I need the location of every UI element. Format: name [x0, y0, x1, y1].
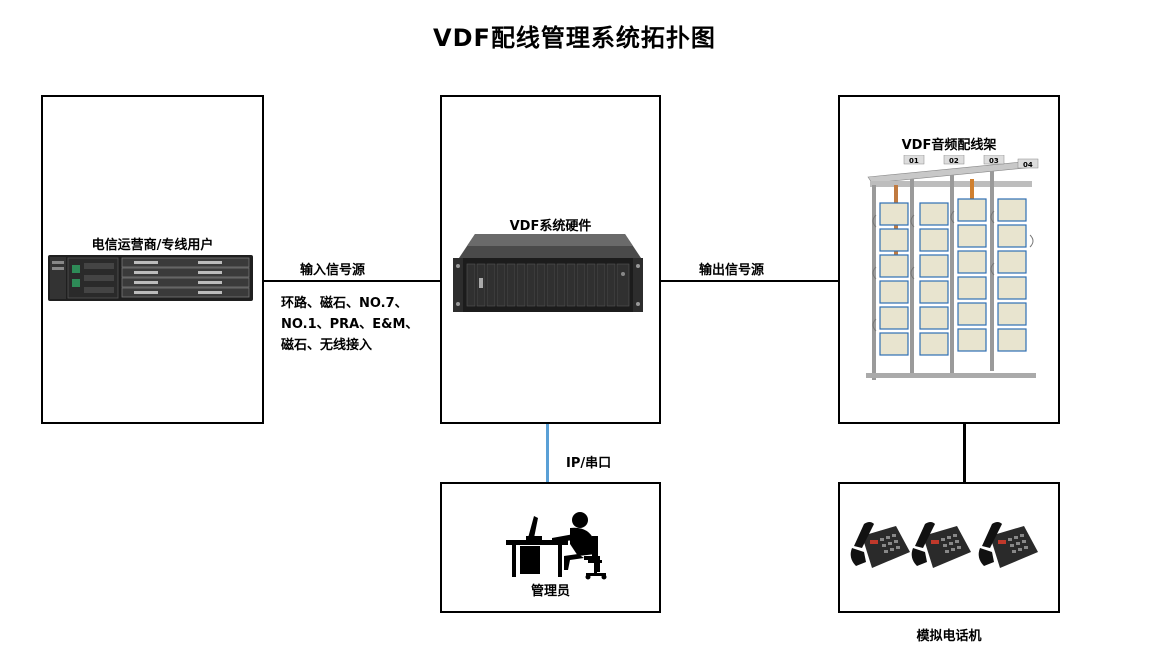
input-signal-label: 输入信号源: [300, 263, 366, 278]
output-connector: [660, 280, 839, 282]
frame-label: VDF音频配线架: [901, 138, 997, 153]
hardware-node: VDF系统硬件: [440, 95, 661, 424]
admin-node: 管理员: [440, 482, 661, 613]
frame-column-label: 03: [989, 157, 999, 165]
phone-connector: [963, 423, 966, 482]
desk-phone-icon: [978, 522, 1038, 568]
desk-phone-icon: [850, 522, 910, 568]
phones-label: 模拟电话机: [916, 629, 982, 644]
carrier-node: 电信运营商/专线用户: [41, 95, 264, 424]
phones-node: [838, 482, 1060, 613]
operator-at-desk-icon: [506, 512, 607, 580]
admin-label: 管理员: [530, 584, 570, 599]
input-source-line: NO.1、PRA、E&M、: [281, 317, 419, 332]
input-connector: [263, 280, 440, 282]
distribution-frame-icon: 01 02 03 04: [866, 155, 1039, 380]
carrier-label: 电信运营商/专线用户: [91, 238, 214, 253]
output-signal-label: 输出信号源: [699, 263, 765, 278]
desk-phone-icon: [911, 522, 971, 568]
mgmt-connector: [546, 423, 549, 482]
diagram-title: VDF配线管理系统拓扑图: [433, 24, 716, 52]
frame-column-label: 04: [1023, 161, 1033, 169]
input-source-line: 环路、磁石、NO.7、: [281, 296, 408, 311]
frame-column-label: 01: [909, 157, 919, 165]
rack-server-icon: [48, 255, 253, 301]
hardware-label: VDF系统硬件: [509, 219, 592, 234]
mgmt-link-label: IP/串口: [566, 456, 612, 471]
rack-chassis-icon: [453, 234, 643, 312]
input-source-line: 磁石、无线接入: [281, 338, 373, 353]
input-source-list: 环路、磁石、NO.7、 NO.1、PRA、E&M、 磁石、无线接入: [281, 293, 418, 356]
frame-node: VDF音频配线架 01 02 03 04: [838, 95, 1060, 424]
frame-column-label: 02: [949, 157, 959, 165]
